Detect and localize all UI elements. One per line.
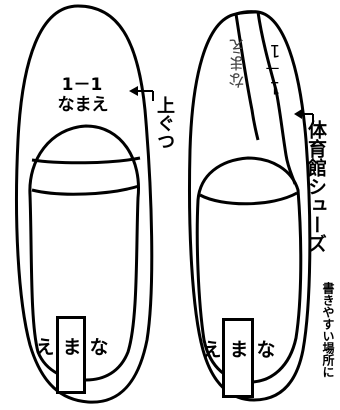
right-inner-class: 1－1 <box>265 40 285 97</box>
right-shoe-arrowhead <box>294 109 302 119</box>
left-name-label: なまえ <box>57 95 109 115</box>
right-shoe-note: 書きやすい場所に <box>321 282 335 378</box>
right-shoe-outline <box>188 10 312 402</box>
right-shoe-top-edge <box>235 10 259 16</box>
left-heel-tag: なまえ <box>33 316 109 394</box>
right-shoe-tongue-left <box>234 13 260 141</box>
right-shoe <box>188 10 312 402</box>
left-shoe <box>15 4 154 404</box>
right-heel-tag: なまえ <box>200 318 276 398</box>
left-class-label: 1－1 <box>61 75 103 95</box>
right-heel-tag-text: なまえ <box>199 339 276 360</box>
left-shoe-outline <box>15 4 154 404</box>
left-shoe-opening <box>28 124 141 382</box>
right-inner-name: なまえ <box>229 38 249 89</box>
left-shoe-caption: 上ぐつ <box>154 96 175 150</box>
left-shoe-arrowhead <box>129 86 138 96</box>
left-shoe-strap-bottom <box>31 184 140 196</box>
right-shoe-opening <box>195 156 303 384</box>
right-shoe-caption: 体育館シューズ <box>305 120 327 253</box>
right-shoe-tongue-right <box>256 11 297 185</box>
left-shoe-strap-top <box>31 156 141 165</box>
right-shoe-collar <box>199 191 298 206</box>
left-heel-tag-text: なまえ <box>32 337 109 357</box>
